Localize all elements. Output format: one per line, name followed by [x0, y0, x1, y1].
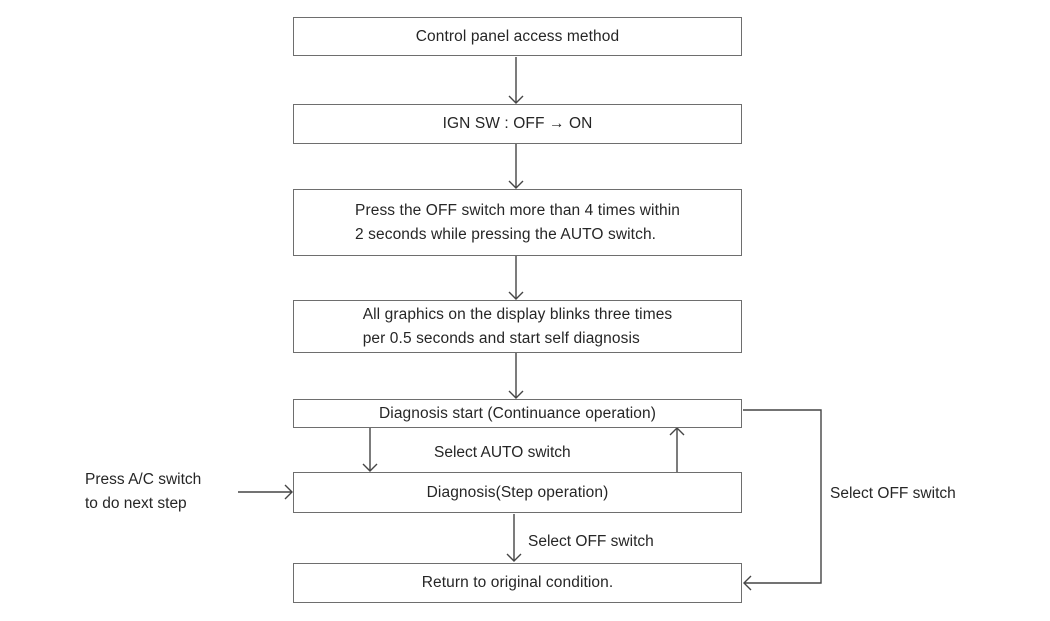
edge-label-select-off-mid: Select OFF switch — [528, 533, 654, 550]
arrow-press-ac — [238, 484, 293, 500]
node-diagnosis-step: Diagnosis(Step operation) — [293, 472, 742, 513]
node-label: Control panel access method — [415, 27, 620, 45]
node-graphics-blink: All graphics on the display blinks three… — [293, 300, 742, 353]
arrow-press-to-blink — [508, 256, 524, 300]
arrow-ign-to-press — [508, 144, 524, 189]
node-ign-switch: IGN SW : OFF → ON — [293, 104, 742, 144]
edge-label-select-off-right: Select OFF switch — [830, 485, 956, 502]
edge-label-select-auto: Select AUTO switch — [434, 444, 571, 461]
edge-label-press-ac: Press A/C switch to do next step — [85, 471, 202, 512]
node-label: Return to original condition. — [421, 574, 614, 591]
node-diagnosis-start: Diagnosis start (Continuance operation) — [293, 399, 742, 428]
node-label: Press the OFF switch more than 4 times w… — [355, 201, 680, 243]
node-press-off-switch: Press the OFF switch more than 4 times w… — [293, 189, 742, 256]
arrow-step-to-return — [506, 514, 522, 562]
node-label: All graphics on the display blinks three… — [362, 305, 673, 347]
arrow-blink-to-start — [508, 353, 524, 399]
node-access-method: Control panel access method — [293, 17, 742, 56]
node-label: Diagnosis(Step operation) — [426, 483, 609, 501]
feedback-loop-line — [743, 409, 822, 591]
node-label: Diagnosis start (Continuance operation) — [378, 404, 657, 422]
node-label: IGN SW : OFF → ON — [442, 115, 593, 132]
arrow-step-to-start — [669, 427, 685, 472]
arrow-access-to-ign — [508, 57, 524, 104]
node-return-original: Return to original condition. — [293, 563, 742, 603]
arrow-start-to-step — [362, 428, 378, 472]
